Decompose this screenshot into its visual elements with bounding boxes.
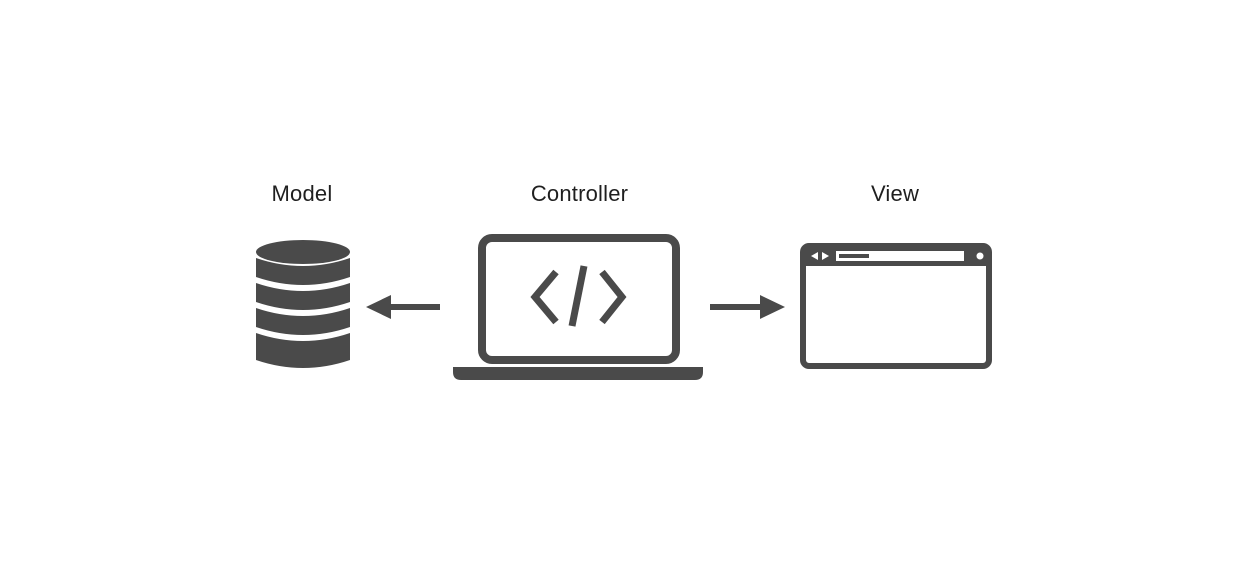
back-arrow-icon (811, 252, 818, 260)
address-bar (836, 251, 964, 261)
view-label: View (870, 181, 920, 206)
code-brackets-icon (530, 265, 627, 327)
model-label: Model (271, 181, 333, 206)
arrow-to-view (710, 295, 785, 319)
window-dot-icon (976, 252, 984, 260)
browser-window-icon (800, 243, 992, 369)
arrow-to-model (366, 295, 440, 319)
laptop-code-icon (453, 234, 703, 380)
controller-label: Controller (530, 181, 629, 206)
forward-arrow-icon (822, 252, 829, 260)
database-icon (256, 240, 350, 368)
